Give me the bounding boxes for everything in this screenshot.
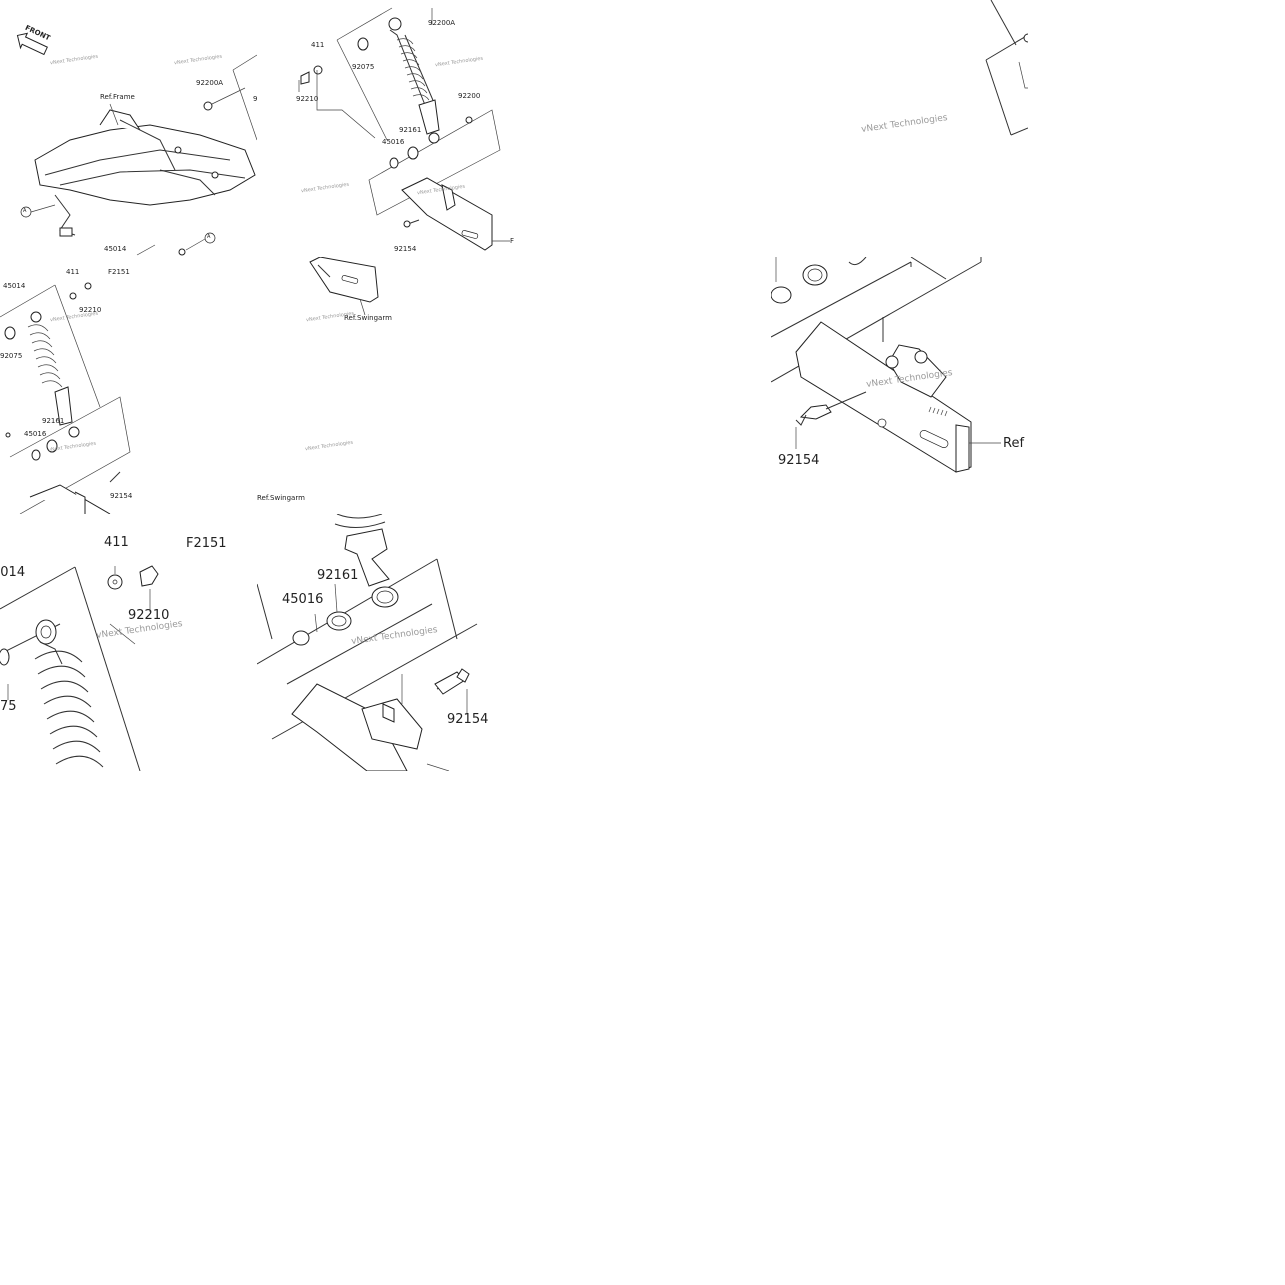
part-92161-label: 92161 [317,568,359,583]
part-92210-label: 92210 [79,306,102,314]
shock-absorber-part [34,619,104,768]
shock-top-illustration [0,565,159,771]
collar-45016-part [389,157,399,169]
part-92075-label: 92075 [352,63,375,71]
frame-diagram-tile: FRONT Ref.Frame 92200A 9 45014 A A vNext… [0,0,257,257]
part-92154-label: 92154 [778,453,820,468]
shock-bottom-zoom-tile: 92161 45016 92154 vNext Technologies [257,514,514,771]
collar-45016-part [292,630,310,646]
ref-swingarm-label: Ref.Swingarm [344,314,392,322]
swingarm-mount-part [401,177,493,251]
ref-label: F [510,237,514,245]
rear-frame-part [20,54,257,256]
washer-411-part [313,65,323,75]
shock-exploded-tile: 411 92200A 92075 92210 92200 92161 45016… [257,0,514,257]
part-411-label: 411 [104,535,129,550]
bushing-92075-part [0,648,10,666]
bolt-92154-part [109,471,121,483]
part-92161-label: 92161 [399,126,422,134]
f2151-label: F2151 [108,268,130,276]
nut-92210-part [139,565,159,587]
shock-bottom-illustration [257,514,478,771]
part-92161-label: 92161 [42,417,65,425]
callout-a-label: A [23,208,27,214]
collar-45016-part [31,449,41,461]
part-45016-label: 45016 [24,430,47,438]
callout-a-label-2: A [207,234,211,240]
swingarm-mount-part [795,321,1001,473]
part-92210-label: 92210 [296,95,319,103]
bolt-92154-part [795,391,867,449]
shock-illustration [298,7,510,251]
swingarm-mount-part [29,484,111,514]
part-411-label: 411 [311,41,325,49]
part-92075-label: 75 [0,699,17,714]
swingarm-zoom-tile: 92154 Ref vNext Technologies [771,257,1028,514]
part-411-label: 411 [66,268,80,276]
bushing-92075-part [357,37,369,51]
nut-92210-part [300,71,310,85]
upper-right-fragment-tile: vNext Technologies [771,0,1028,257]
shock-absorber-part [388,17,440,144]
part-45016-label: 45016 [282,592,324,607]
swingarm-zoom-illustration [771,257,1001,473]
bushing-92161-part [407,146,419,160]
washer-411-part [69,292,77,300]
swingarm-fragment-tile: Ref.Swingarm vNext Technologies [300,257,400,327]
bolt-92154-part [434,668,470,695]
part-92154-label: 92154 [394,245,417,253]
bushing-92161-part [46,439,58,453]
swingarm-mount-part [291,683,450,771]
shock-top-zoom-tile: 411 F2151 5014 92210 75 vNext Technologi… [0,514,257,771]
shock-illustration [0,282,131,514]
f2151-label: F2151 [186,536,227,551]
watermark: vNext Technologies [304,440,354,453]
part-92154-label: 92154 [110,492,133,500]
shock-midleft-tile: 411 45014 F2151 92210 92075 92161 45016 … [0,257,257,514]
part-92200-label: 92200 [458,92,481,100]
ref-frame-label: Ref.Frame [100,93,135,101]
part-92210-label: 92210 [128,608,170,623]
part-45014-label: 45014 [104,245,127,253]
part-45014-label: 5014 [0,565,26,580]
nut-92210-part [84,282,92,290]
front-arrow-icon [16,32,48,56]
part-92200A-label: 92200A [428,19,456,27]
bushing-92075-part [4,326,16,340]
ref-swingarm-label: Ref [1003,436,1025,451]
part-92200A-label: 92200A [196,79,224,87]
collar-45016-part [771,286,792,304]
shock-absorber-part [27,311,80,438]
frame-illustration [16,32,257,256]
ref-swingarm-label: Ref.Swingarm [257,494,305,502]
shock-absorber-part [334,514,399,608]
swingarm-fragment [309,257,379,316]
part-45014-label: 45014 [3,282,26,290]
upper-right-illustration [985,0,1028,136]
part-92075-label: 92075 [0,352,23,360]
part-45016-label: 45016 [382,138,405,146]
part-92154-label: 92154 [447,712,489,727]
washer-92200-part [465,116,473,124]
part-9-label: 9 [253,95,257,103]
ref-swingarm-tile: vNext Technologies Ref.Swingarm [257,440,357,510]
